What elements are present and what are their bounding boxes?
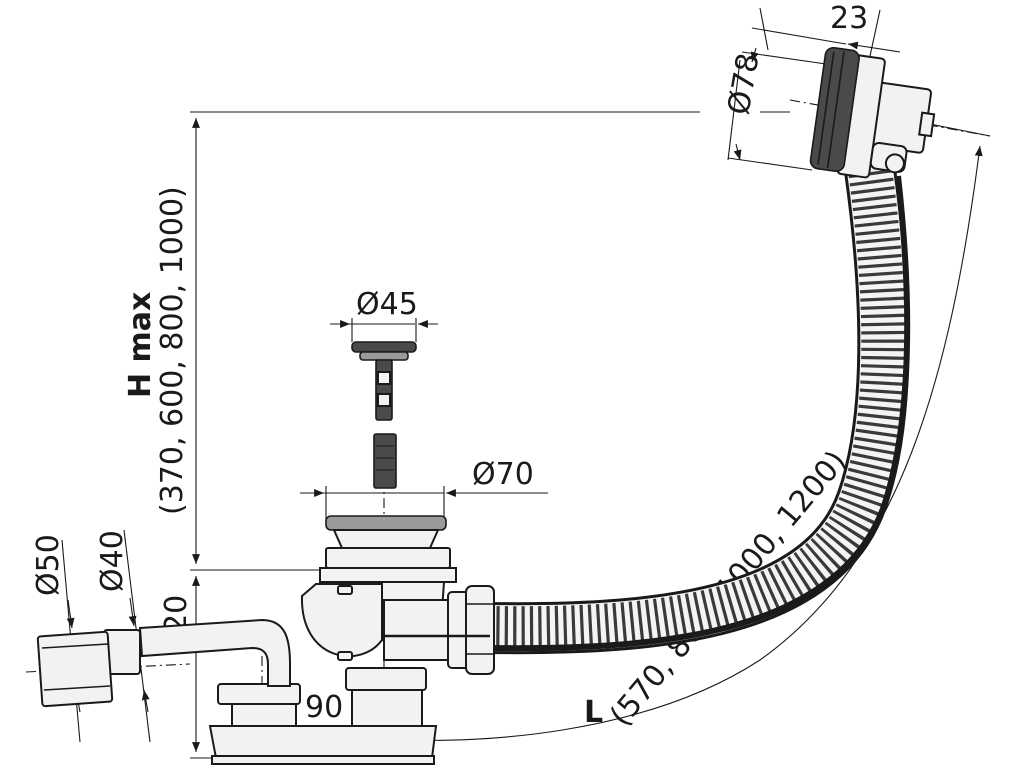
flexible-hose: [487, 166, 911, 655]
outlet-diameter-dimensions: Ø50 Ø40: [31, 529, 151, 743]
plug-diameter-dimension: Ø45: [330, 287, 438, 342]
outlet-outer-diameter-label: Ø50: [31, 534, 66, 596]
overflow-thickness-label: 23: [830, 1, 868, 36]
height-values: (370, 600, 800, 1000): [155, 186, 190, 515]
outlet-inner-diameter-label: Ø40: [95, 530, 130, 592]
waste-diameter-dimension: Ø70: [300, 457, 548, 520]
trap-offset-label: 90: [305, 690, 343, 725]
plug-diameter-label: Ø45: [356, 287, 418, 322]
length-label: L: [584, 695, 603, 730]
siphon-trap: [36, 618, 438, 765]
overflow-cap: [809, 46, 936, 179]
height-label: H max: [123, 292, 158, 398]
overflow-diameter-label: Ø78: [721, 50, 766, 117]
waste-body: [300, 515, 495, 675]
height-dimension: H max (370, 600, 800, 1000): [123, 111, 790, 571]
pop-up-plug: [351, 341, 417, 489]
waste-diameter-label: Ø70: [472, 457, 534, 492]
trap-height-dimension: 120: [159, 576, 215, 759]
trap-offset-dimension: 90: [262, 690, 395, 741]
